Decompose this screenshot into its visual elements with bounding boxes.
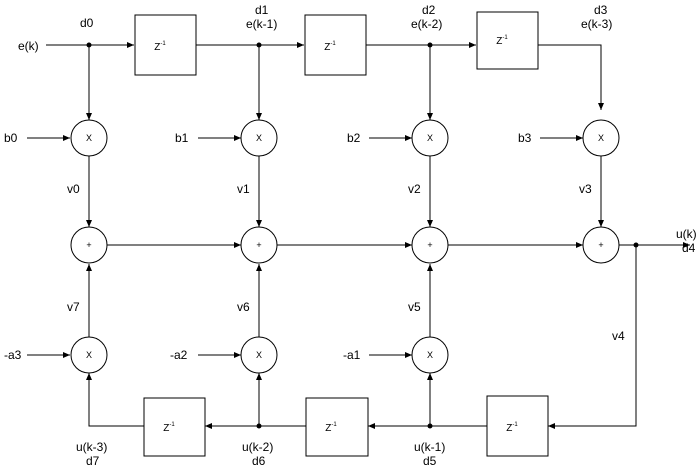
multiplier-a2: X: [240, 336, 278, 374]
node-label-u2: u(k-2): [242, 440, 273, 454]
node-label-d1: d1: [255, 3, 269, 17]
svg-text:Z-1: Z-1: [496, 35, 508, 47]
node-label-e1: e(k-1): [246, 17, 277, 31]
svg-text:X: X: [86, 133, 92, 143]
multiplier-b1: X: [240, 119, 278, 157]
svg-text:X: X: [427, 350, 433, 360]
adder-0: +: [70, 226, 108, 264]
adder-1: +: [240, 226, 278, 264]
svg-text:Z-1: Z-1: [324, 41, 336, 53]
signal-label-v6: v6: [237, 300, 250, 314]
signal-label-v0: v0: [67, 182, 80, 196]
coef-label-b3: b3: [518, 131, 532, 145]
delay-block-top-3: Z-1: [476, 11, 539, 70]
node-label-d6: d6: [252, 454, 266, 468]
multiplier-a1: X: [411, 336, 449, 374]
node-label-d2: d2: [422, 3, 436, 17]
signal-label-v2: v2: [408, 182, 421, 196]
input-label-e: e(k): [18, 39, 39, 53]
signal-label-v1: v1: [237, 182, 250, 196]
coef-label-b2: b2: [347, 131, 361, 145]
svg-text:Z-1: Z-1: [163, 422, 175, 434]
coef-label-a3: -a3: [4, 348, 22, 362]
signal-label-v7: v7: [67, 300, 80, 314]
svg-text:Z-1: Z-1: [506, 422, 518, 434]
coef-label-a1: -a1: [343, 348, 361, 362]
svg-text:X: X: [598, 133, 604, 143]
coef-label-b1: b1: [175, 131, 189, 145]
multiplier-b2: X: [411, 119, 449, 157]
delay-block-top-1: Z-1: [134, 14, 197, 76]
multiplier-b3: X: [582, 119, 620, 157]
signal-wires: [27, 42, 690, 429]
node-label-d3: d3: [594, 3, 608, 17]
node-label-d7: d7: [86, 454, 100, 468]
node-label-u1: u(k-1): [414, 440, 445, 454]
signal-label-v3: v3: [579, 182, 592, 196]
node-label-e2: e(k-2): [411, 17, 442, 31]
coef-label-b0: b0: [4, 131, 18, 145]
output-label-u: u(k): [676, 227, 697, 241]
svg-text:X: X: [427, 133, 433, 143]
svg-text:+: +: [86, 240, 91, 250]
delay-block-bottom-1: Z-1: [486, 395, 549, 457]
node-label-d4: d4: [682, 241, 696, 255]
node-label-u3: u(k-3): [76, 440, 107, 454]
delay-block-top-2: Z-1: [304, 14, 367, 76]
delay-block-bottom-3: Z-1: [143, 397, 206, 457]
multiplier-a3: X: [70, 336, 108, 374]
svg-text:Z-1: Z-1: [325, 422, 337, 434]
node-label-e3: e(k-3): [581, 17, 612, 31]
signal-label-v4: v4: [612, 329, 625, 343]
node-label-d0: d0: [80, 16, 94, 30]
node-label-d5: d5: [423, 454, 437, 468]
adder-3: +: [582, 226, 620, 264]
multiplier-b0: X: [70, 119, 108, 157]
delay-block-bottom-2: Z-1: [305, 397, 369, 457]
junction-dots: [86, 42, 639, 429]
coef-label-a2: -a2: [170, 348, 188, 362]
signal-label-v5: v5: [408, 300, 421, 314]
svg-text:Z-1: Z-1: [154, 41, 166, 53]
svg-text:+: +: [427, 240, 432, 250]
svg-text:X: X: [86, 350, 92, 360]
svg-text:X: X: [256, 350, 262, 360]
adder-2: +: [411, 226, 449, 264]
svg-text:+: +: [598, 240, 603, 250]
svg-text:X: X: [256, 133, 262, 143]
svg-text:+: +: [256, 240, 261, 250]
